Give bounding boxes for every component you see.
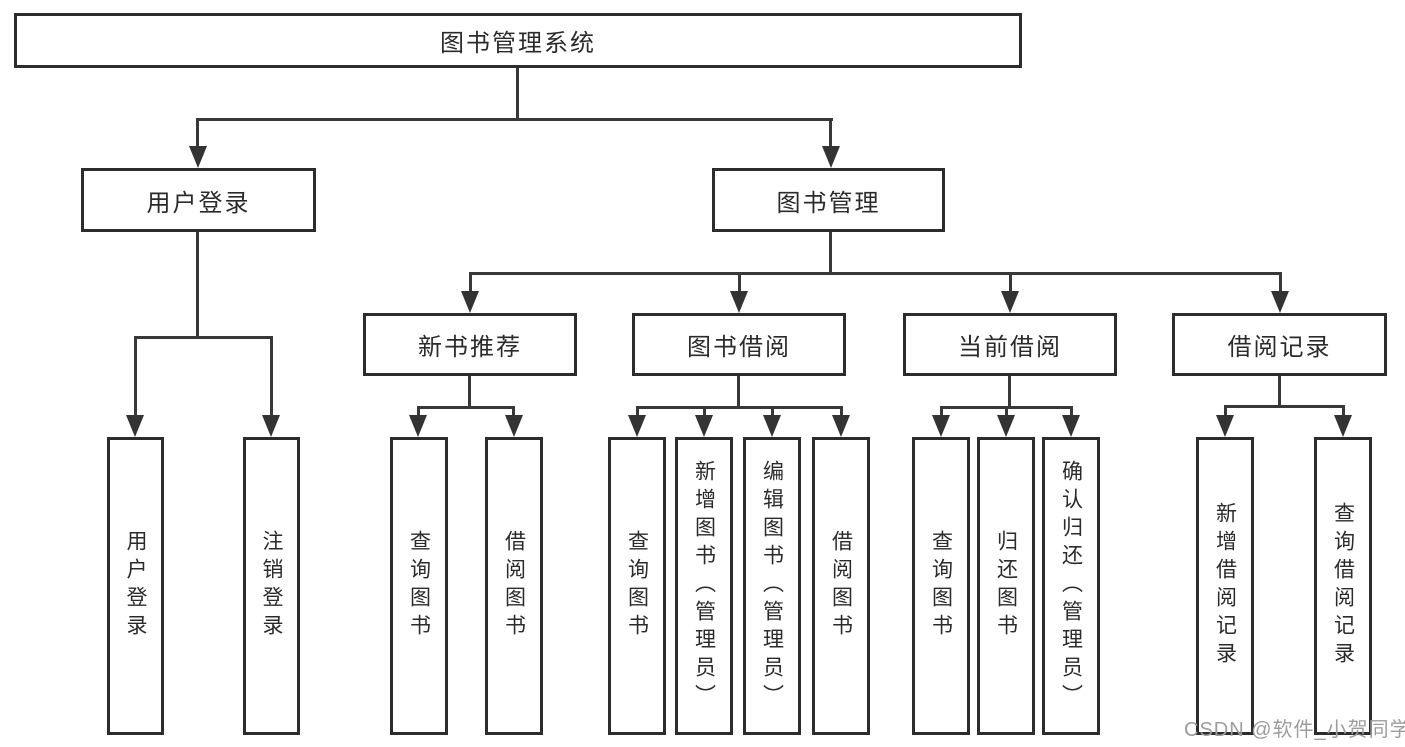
connector-line bbox=[469, 272, 1282, 275]
leaf-confirm-return-admin: 确认归还（管理员） bbox=[1042, 437, 1100, 735]
node-root: 图书管理系统 bbox=[14, 13, 1022, 68]
connector-line bbox=[703, 406, 706, 417]
connector-line bbox=[516, 68, 519, 120]
arrowhead-icon bbox=[997, 415, 1015, 437]
csdn-watermark: CSDN @软件_小贺同学 bbox=[1184, 719, 1405, 741]
connector-line bbox=[1008, 376, 1011, 408]
arrowhead-icon bbox=[1001, 291, 1019, 313]
leaf-confirm-return-admin-label: 确认归还（管理员） bbox=[1059, 460, 1083, 712]
connector-line bbox=[940, 406, 943, 417]
node-current-borrow: 当前借阅 bbox=[903, 313, 1117, 376]
leaf-return-book-label: 归还图书 bbox=[994, 530, 1018, 642]
arrowhead-icon bbox=[628, 415, 646, 437]
connector-line bbox=[468, 376, 471, 408]
connector-line bbox=[636, 406, 639, 417]
connector-line bbox=[469, 272, 472, 296]
connector-line bbox=[134, 336, 137, 417]
leaf-query-borrow-record-label: 查询借阅记录 bbox=[1331, 502, 1355, 670]
leaf-borrow-books-label: 借阅图书 bbox=[829, 530, 853, 642]
connector-line bbox=[840, 406, 843, 417]
connector-line bbox=[1005, 406, 1008, 417]
node-user-login-label: 用户登录 bbox=[146, 189, 251, 217]
node-borrow-records-label: 借阅记录 bbox=[1227, 334, 1332, 361]
arrowhead-icon bbox=[763, 415, 781, 437]
leaf-query-borrow-record: 查询借阅记录 bbox=[1314, 437, 1372, 735]
connector-line bbox=[829, 232, 832, 275]
connector-line bbox=[771, 406, 774, 417]
node-borrow-records: 借阅记录 bbox=[1172, 313, 1387, 376]
arrowhead-icon bbox=[832, 415, 850, 437]
leaf-logout: 注销登录 bbox=[243, 437, 300, 735]
leaf-add-borrow-record-label: 新增借阅记录 bbox=[1213, 502, 1237, 670]
node-new-book-recommend: 新书推荐 bbox=[363, 313, 577, 376]
connector-line bbox=[737, 376, 740, 408]
leaf-user-login-label: 用户登录 bbox=[124, 530, 147, 642]
leaf-query-books-recommend-label: 查询图书 bbox=[407, 530, 431, 642]
arrowhead-icon bbox=[461, 291, 479, 313]
connector-line bbox=[196, 118, 199, 148]
connector-line bbox=[270, 336, 273, 417]
connector-line bbox=[636, 406, 842, 409]
node-book-management-label: 图书管理 bbox=[776, 189, 881, 217]
connector-line bbox=[1070, 406, 1073, 417]
arrowhead-icon bbox=[1216, 415, 1234, 437]
leaf-query-books-recommend: 查询图书 bbox=[390, 437, 448, 735]
arrowhead-icon bbox=[932, 415, 950, 437]
arrowhead-icon bbox=[822, 146, 840, 168]
connector-line bbox=[197, 118, 833, 121]
leaf-edit-book-admin: 编辑图书（管理员） bbox=[743, 437, 801, 735]
arrowhead-icon bbox=[1062, 415, 1080, 437]
leaf-add-book-admin-label: 新增图书（管理员） bbox=[692, 460, 716, 712]
leaf-edit-book-admin-label: 编辑图书（管理员） bbox=[760, 460, 784, 712]
leaf-borrow-books: 借阅图书 bbox=[812, 437, 870, 735]
leaf-logout-label: 注销登录 bbox=[260, 530, 283, 642]
connector-line bbox=[417, 406, 420, 417]
connector-line bbox=[196, 232, 199, 339]
connector-line bbox=[417, 406, 515, 409]
connector-line bbox=[1279, 272, 1282, 296]
node-user-login: 用户登录 bbox=[81, 168, 316, 232]
arrowhead-icon bbox=[262, 415, 280, 437]
leaf-borrow-books-recommend-label: 借阅图书 bbox=[502, 530, 526, 642]
arrowhead-icon bbox=[409, 415, 427, 437]
arrowhead-icon bbox=[189, 146, 207, 168]
node-book-borrow: 图书借阅 bbox=[632, 313, 846, 376]
arrowhead-icon bbox=[505, 415, 523, 437]
leaf-add-book-admin: 新增图书（管理员） bbox=[675, 437, 733, 735]
leaf-user-login: 用户登录 bbox=[107, 437, 164, 735]
arrowhead-icon bbox=[126, 415, 144, 437]
node-root-label: 图书管理系统 bbox=[440, 30, 596, 57]
leaf-return-book: 归还图书 bbox=[977, 437, 1035, 735]
arrowhead-icon bbox=[730, 291, 748, 313]
leaf-borrow-books-recommend: 借阅图书 bbox=[485, 437, 543, 735]
leaf-query-books-current: 查询图书 bbox=[912, 437, 970, 735]
arrowhead-icon bbox=[695, 415, 713, 437]
connector-line bbox=[1224, 405, 1344, 408]
node-new-book-recommend-label: 新书推荐 bbox=[418, 334, 522, 361]
connector-line bbox=[1342, 405, 1345, 417]
leaf-query-books-borrow-label: 查询图书 bbox=[625, 530, 649, 642]
connector-line bbox=[512, 406, 515, 417]
arrowhead-icon bbox=[1271, 291, 1289, 313]
node-current-borrow-label: 当前借阅 bbox=[958, 334, 1062, 361]
leaf-query-books-borrow: 查询图书 bbox=[608, 437, 666, 735]
connector-line bbox=[134, 336, 273, 339]
arrowhead-icon bbox=[1334, 415, 1352, 437]
connector-line bbox=[829, 118, 832, 148]
leaf-query-books-current-label: 查询图书 bbox=[929, 530, 953, 642]
node-book-management: 图书管理 bbox=[712, 168, 945, 232]
connector-line bbox=[1224, 405, 1227, 417]
connector-line bbox=[1278, 376, 1281, 408]
connector-line bbox=[738, 272, 741, 296]
leaf-add-borrow-record: 新增借阅记录 bbox=[1196, 437, 1254, 735]
node-book-borrow-label: 图书借阅 bbox=[687, 334, 791, 361]
connector-line bbox=[1009, 272, 1012, 296]
